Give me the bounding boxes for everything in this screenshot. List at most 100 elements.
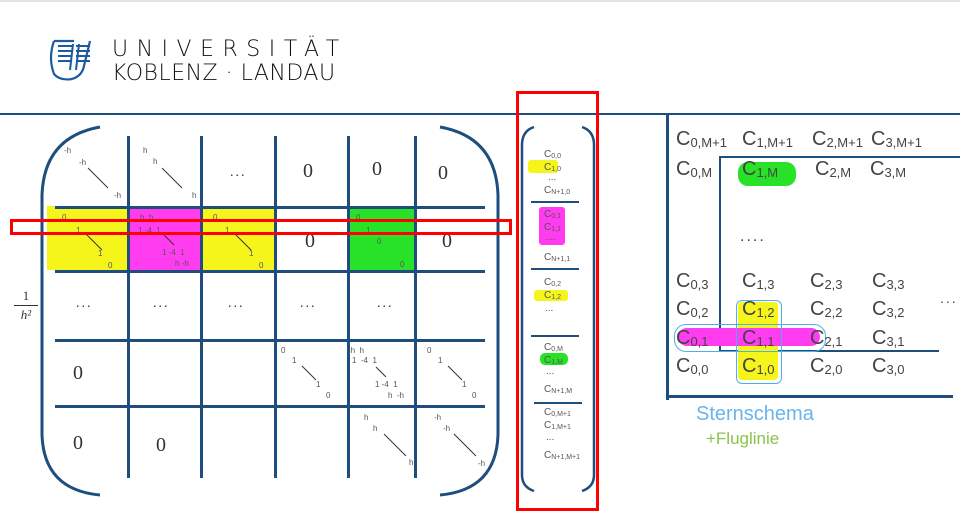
vector-dots: ... — [546, 432, 555, 443]
grid-label: C1,M+1 — [742, 128, 793, 150]
grid-label: C1,M — [742, 158, 779, 180]
vector-entry: CN+1,M+1 — [544, 450, 581, 461]
cell-dots: ... — [153, 296, 170, 311]
vector-entry: C0,0 — [544, 149, 561, 160]
vector-entry: C0,1 — [544, 209, 561, 220]
highlight-magenta-block — [128, 206, 201, 270]
matrix-brackets — [40, 125, 500, 497]
cell-entry: 1 -4 1 — [375, 380, 398, 389]
legend-sternschema: Sternschema — [696, 403, 814, 425]
diagonal-line — [87, 167, 109, 189]
grid-line — [55, 206, 485, 209]
vector-entry: CN+1,M — [544, 384, 573, 395]
inner-boundary-bottom — [719, 350, 939, 352]
university-name: UNIVERSITÄT KOBLENZ · LANDAU — [112, 38, 348, 86]
grid-label: C0,2 — [676, 298, 709, 320]
grid-label: C1,3 — [742, 270, 775, 292]
star-outline-vertical — [736, 300, 782, 384]
grid-line — [347, 136, 350, 478]
cell-entry: -h — [114, 191, 122, 200]
grid-label: C3,2 — [872, 298, 905, 320]
header-divider — [0, 113, 960, 115]
grid-label: C3,1 — [872, 327, 905, 349]
university-line1: UNIVERSITÄT — [112, 37, 348, 62]
cell-entry: 1 — [438, 356, 443, 365]
vector-entry: C0,M+1 — [544, 407, 571, 418]
diagonal-line — [85, 233, 103, 251]
cell-entry: 1 — [249, 249, 254, 258]
cell-entry: 0 — [427, 346, 432, 355]
vector-entry: C1,2 — [544, 290, 561, 301]
cell-entry: h — [153, 157, 158, 166]
vector-separator — [531, 268, 579, 270]
cell-entry: 0 — [281, 346, 286, 355]
highlight-green-c1M — [738, 162, 796, 186]
vector-separator — [531, 201, 579, 203]
vector-dots: ... — [545, 303, 554, 314]
cell-entry: -h — [64, 146, 72, 155]
highlight-green-block — [348, 208, 414, 270]
cell-entry: -h — [443, 424, 451, 433]
top-border — [0, 0, 960, 2]
cell-zero: 0 — [372, 158, 382, 180]
cell-entry: 1 -4 1 — [162, 248, 185, 257]
highlight-green — [540, 353, 568, 365]
vector-dots: ... — [546, 366, 555, 377]
grid-line — [55, 405, 485, 408]
vector-entry: CN+1,1 — [544, 252, 571, 263]
prefactor-denominator: h² — [20, 307, 32, 322]
cell-entry: h — [409, 458, 414, 467]
cell-dots: ... — [300, 296, 317, 311]
vector-entry: C1,M — [544, 355, 563, 366]
grid-vertical-dots: .... — [740, 228, 766, 245]
cell-entry: 1 -4 1 — [352, 356, 377, 365]
highlight-yellow — [528, 160, 558, 173]
inner-boundary-left — [719, 156, 721, 352]
university-logo-icon — [49, 39, 92, 81]
diagonal-line — [301, 365, 317, 381]
vector-entry: C1,1 — [544, 222, 561, 233]
matrix-prefactor: 1 h² — [14, 288, 38, 323]
diagonal-line — [234, 233, 252, 251]
cell-dots: ... — [230, 165, 247, 180]
cell-entry: 1 — [316, 380, 321, 389]
grid-label: C1,0 — [742, 355, 775, 377]
prefactor-numerator: 1 — [22, 288, 30, 303]
cell-entry: 1 -4 1 — [138, 226, 161, 235]
red-vector-frame — [516, 91, 599, 511]
highlight-magenta-horizontal — [678, 328, 820, 346]
diagonal-line — [447, 365, 463, 381]
grid-label: C2,3 — [810, 270, 843, 292]
cell-entry: 0 — [108, 261, 113, 270]
vector-dots: .... — [545, 232, 557, 243]
vector-brackets — [520, 125, 596, 493]
cell-zero: 0 — [73, 432, 83, 454]
grid-horizontal-dots: ... — [940, 290, 958, 306]
cell-entry: 0 — [472, 391, 477, 400]
cell-dots: ... — [377, 296, 394, 311]
grid-label: C3,3 — [872, 270, 905, 292]
cell-entry: -h h — [348, 346, 365, 355]
highlight-yellow — [534, 290, 568, 301]
grid-boundary-bottom — [666, 395, 953, 398]
cell-entry: 0 — [326, 391, 331, 400]
cell-entry: -h — [434, 413, 442, 422]
cell-entry: h — [373, 424, 378, 433]
grid-label: C0,M — [676, 158, 713, 180]
cell-entry: 1 — [76, 226, 81, 235]
cell-entry: -h — [478, 459, 486, 468]
cell-entry: 1 — [98, 249, 103, 258]
cell-entry: h -h — [388, 391, 405, 400]
grid-label: C0,0 — [676, 355, 709, 377]
cell-entry: 1 — [462, 380, 467, 389]
highlight-magenta — [539, 207, 565, 245]
cell-entry: h -h — [175, 259, 189, 268]
grid-line — [414, 136, 417, 478]
diagonal-line — [383, 433, 407, 457]
grid-label: C3,0 — [872, 355, 905, 377]
cell-entry: -h — [79, 158, 87, 167]
cell-zero: 0 — [305, 230, 315, 252]
vector-separator — [534, 402, 582, 404]
grid-label: C2,1 — [810, 327, 843, 349]
highlight-yellow-block — [47, 206, 127, 270]
